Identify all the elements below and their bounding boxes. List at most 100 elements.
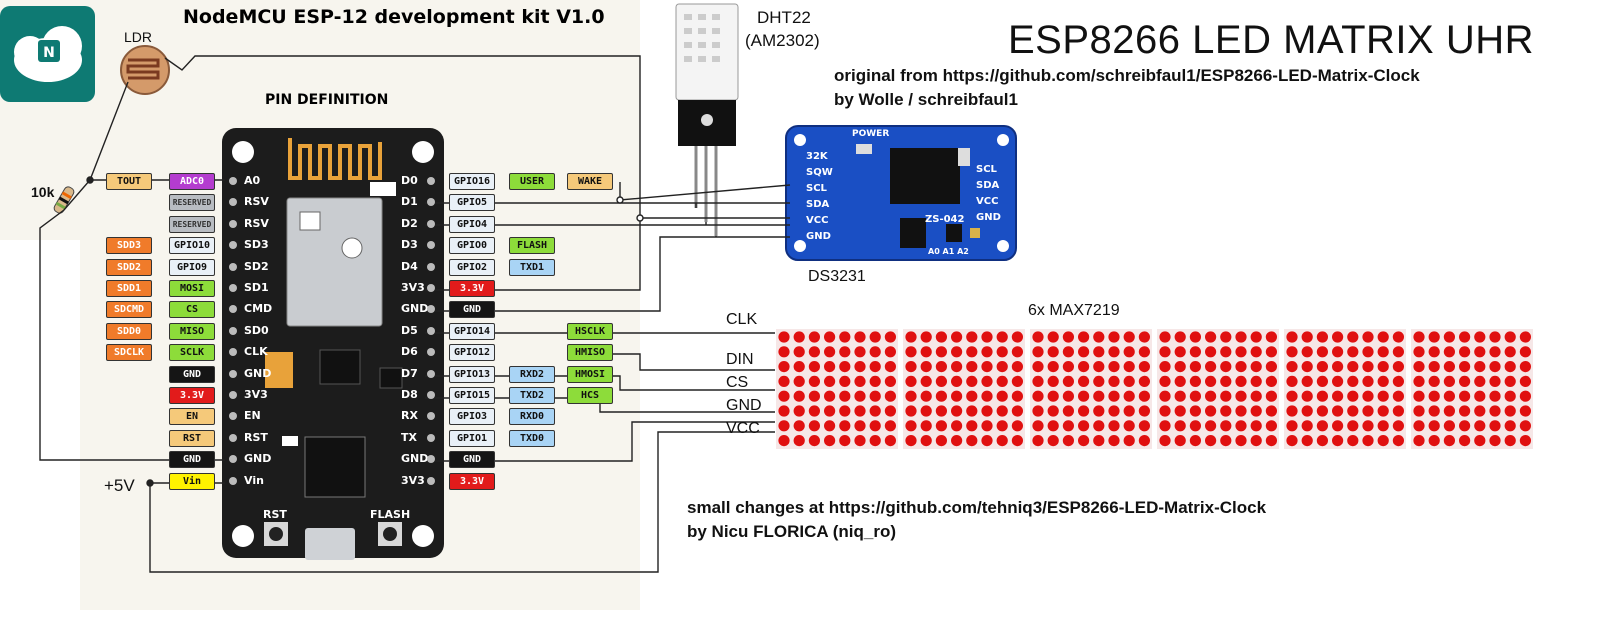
- led-dot: [1459, 420, 1471, 432]
- led-dot: [1413, 405, 1425, 417]
- led-dot: [1519, 361, 1531, 373]
- led-dot: [1220, 390, 1232, 402]
- board-title: NodeMCU ESP-12 development kit V1.0: [183, 6, 605, 28]
- led-dot: [1428, 405, 1440, 417]
- led-dot: [1062, 346, 1074, 358]
- matrix-name-label: 6x MAX7219: [1028, 302, 1120, 319]
- right-pin-label: GND: [401, 302, 429, 316]
- led-dot: [1047, 405, 1059, 417]
- left-pin-tag: GND: [169, 365, 215, 383]
- led-dot: [1362, 346, 1374, 358]
- led-dot: [1474, 420, 1486, 432]
- matrix-signal-label: GND: [726, 397, 762, 414]
- led-dot: [1332, 361, 1344, 373]
- led-dot: [1093, 405, 1105, 417]
- led-dot: [1220, 435, 1232, 447]
- led-dot: [1301, 435, 1313, 447]
- led-dot: [1032, 390, 1044, 402]
- led-dot: [824, 346, 836, 358]
- left-pin-label: CLK: [244, 345, 268, 359]
- led-dot: [1316, 420, 1328, 432]
- led-dot: [1123, 375, 1135, 387]
- led-dot: [1474, 331, 1486, 343]
- led-dot: [1189, 346, 1201, 358]
- right-pin-tag: FLASH: [509, 237, 555, 255]
- led-dot: [951, 435, 963, 447]
- led-dot: [905, 390, 917, 402]
- matrix-signal-label: VCC: [726, 420, 760, 437]
- nodemcu-logo-icon: N: [0, 6, 95, 102]
- rtc-right-pin-label: GND: [976, 212, 1001, 223]
- led-dot: [966, 405, 978, 417]
- led-dot: [951, 390, 963, 402]
- led-dot: [1174, 390, 1186, 402]
- led-dot: [1062, 375, 1074, 387]
- led-dot: [1265, 420, 1277, 432]
- left-pin-tag: GPIO9: [169, 258, 215, 276]
- led-dot: [824, 375, 836, 387]
- left-pin-label: RSV: [244, 195, 269, 209]
- led-dot: [1047, 420, 1059, 432]
- led-dot: [1108, 331, 1120, 343]
- led-dot: [1235, 435, 1247, 447]
- led-dot: [824, 331, 836, 343]
- led-dot: [1235, 331, 1247, 343]
- led-dot: [1392, 405, 1404, 417]
- led-dot: [951, 361, 963, 373]
- led-dot: [1428, 435, 1440, 447]
- left-pin-hole: [229, 241, 237, 250]
- led-dot: [884, 390, 897, 402]
- led-dot: [1011, 435, 1024, 447]
- left-pin-tag: SCLK: [169, 344, 215, 362]
- led-dot: [1332, 405, 1344, 417]
- led-dot: [1443, 331, 1455, 343]
- led-dot: [1413, 331, 1425, 343]
- led-dot: [1078, 390, 1090, 402]
- led-dot: [1392, 346, 1404, 358]
- right-pin-hole: [427, 455, 435, 464]
- ldr-icon: [120, 45, 170, 95]
- led-dot: [905, 405, 917, 417]
- rtc-left-pin-label: VCC: [806, 215, 829, 226]
- led-dot: [1519, 435, 1531, 447]
- led-dot: [1032, 346, 1044, 358]
- led-dot: [1174, 331, 1186, 343]
- led-dot: [808, 405, 821, 417]
- led-dot: [1205, 361, 1217, 373]
- led-dot: [1062, 405, 1074, 417]
- led-dot: [1413, 361, 1425, 373]
- flash-button-label: FLASH: [370, 508, 411, 521]
- led-dot: [1108, 346, 1120, 358]
- led-dot: [1443, 390, 1455, 402]
- svg-text:N: N: [43, 45, 55, 61]
- led-dot: [1123, 331, 1135, 343]
- led-dot: [905, 346, 917, 358]
- right-pin-tag: RXD2: [509, 365, 555, 383]
- led-dot: [1332, 375, 1344, 387]
- right-pin-tag: GPIO5: [449, 194, 495, 212]
- led-dot: [1489, 331, 1501, 343]
- led-dot: [1047, 390, 1059, 402]
- led-dot: [1301, 420, 1313, 432]
- led-dot: [1332, 390, 1344, 402]
- led-dot: [1392, 375, 1404, 387]
- led-dot: [1220, 420, 1232, 432]
- left-pin-hole: [229, 391, 237, 399]
- led-dot: [839, 346, 851, 358]
- led-dot: [1347, 405, 1359, 417]
- pin-definition-heading: PIN DEFINITION: [265, 92, 389, 108]
- right-pin-tag: TXD2: [509, 387, 555, 404]
- right-pin-tag: GPIO15: [449, 387, 495, 404]
- led-dot: [1332, 346, 1344, 358]
- led-dot: [1347, 331, 1359, 343]
- right-pin-hole: [427, 348, 435, 357]
- led-dot: [839, 331, 851, 343]
- led-dot: [1301, 405, 1313, 417]
- rtc-power-label: POWER: [852, 129, 890, 139]
- led-dot: [1062, 390, 1074, 402]
- led-dot: [1235, 420, 1247, 432]
- led-dot: [905, 435, 917, 447]
- led-dot: [1220, 361, 1232, 373]
- left-pin-tag: SDD0: [106, 322, 152, 340]
- led-dot: [1474, 435, 1486, 447]
